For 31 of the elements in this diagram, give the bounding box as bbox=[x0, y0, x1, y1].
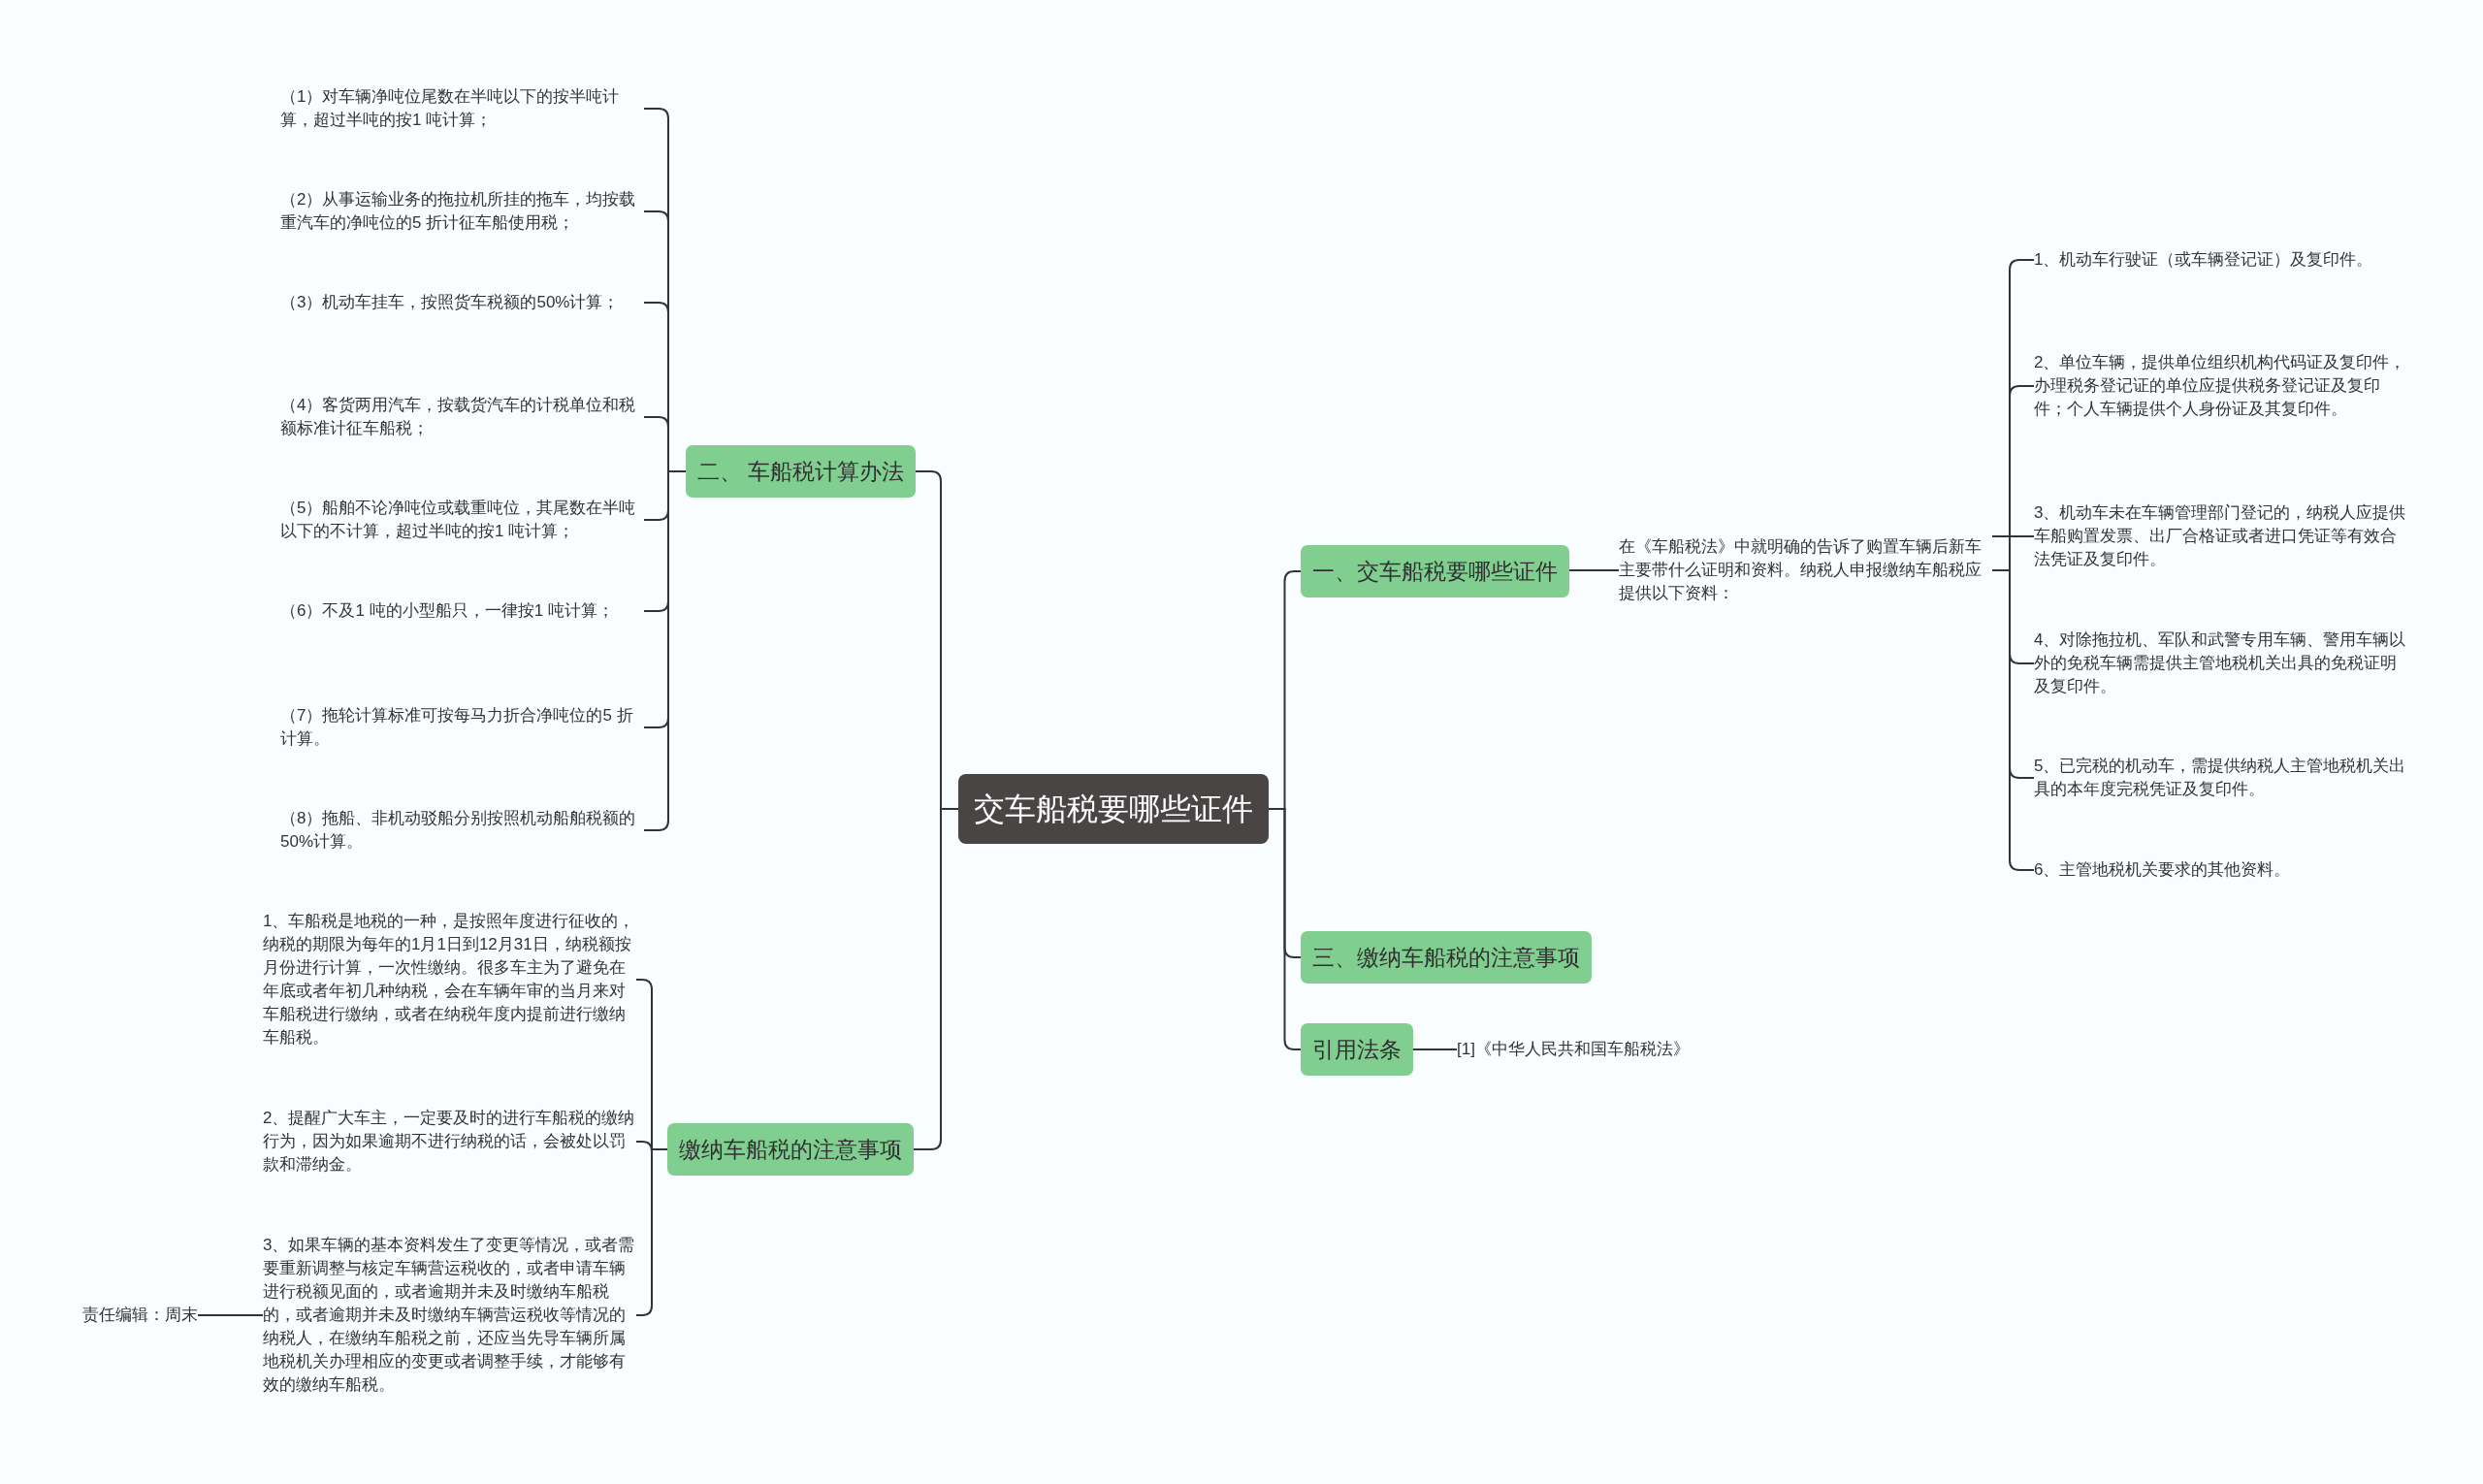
topic-box: 一、交车船税要哪些证件 bbox=[1301, 545, 1569, 597]
note-text: （1）对车辆净吨位尾数在半吨以下的按半吨计算，超过半吨的按1 吨计算； bbox=[280, 85, 644, 132]
note-text: 1、机动车行驶证（或车辆登记证）及复印件。 bbox=[2034, 248, 2407, 272]
note-text: （3）机动车挂车，按照货车税额的50%计算； bbox=[280, 291, 644, 314]
topic-box: 二、 车船税计算办法 bbox=[686, 445, 917, 498]
topic-box: 引用法条 bbox=[1301, 1023, 1413, 1076]
connector-line bbox=[197, 1314, 264, 1316]
note-text: （6）不及1 吨的小型船只，一律按1 吨计算； bbox=[280, 599, 644, 623]
note-text: 3、机动车未在车辆管理部门登记的，纳税人应提供车船购置发票、出厂合格证或者进口凭证等有效合法凭证及复印件。 bbox=[2034, 501, 2407, 571]
note-text: 6、主管地税机关要求的其他资料。 bbox=[2034, 858, 2407, 882]
central-topic-box: 交车船税要哪些证件 bbox=[958, 774, 1269, 844]
connector-line bbox=[1568, 569, 1620, 571]
note-text: （5）船舶不论净吨位或载重吨位，其尾数在半吨以下的不计算，超过半吨的按1 吨计算； bbox=[280, 497, 644, 543]
note-text: 1、车船税是地税的一种，是按照年度进行征收的，纳税的期限为每年的1月1日到12月31日，纳税额按月份进行计算，一次性缴纳。很多车主为了避免在年底或者年初几种纳税，会在车辆年审的当月来对车船税进行缴纳，或者在纳税年度内提前进行缴纳车船税。 bbox=[263, 910, 636, 1049]
topic-box: 缴纳车船税的注意事项 bbox=[667, 1123, 914, 1176]
note-text: （2）从事运输业务的拖拉机所挂的拖车，均按载重汽车的净吨位的5 折计征车船使用税； bbox=[280, 188, 644, 235]
note-text: 责任编辑：周末 bbox=[82, 1304, 198, 1327]
connector-line bbox=[1991, 535, 2035, 537]
note-text: [1]《中华人民共和国车船税法》 bbox=[1457, 1038, 1690, 1061]
connector-line bbox=[1268, 808, 1302, 1050]
note-text: 2、提醒广大车主，一定要及时的进行车船税的缴纳行为，因为如果逾期不进行纳税的话，会被处以罚款和滞纳金。 bbox=[263, 1107, 636, 1177]
note-text: 2、单位车辆，提供单位组织机构代码证及复印件，办理税务登记证的单位应提供税务登记证及复印件；个人车辆提供个人身份证及其复印件。 bbox=[2034, 351, 2407, 421]
note-text: （4）客货两用汽车，按载货汽车的计税单位和税额标准计征车船税； bbox=[280, 394, 644, 440]
topic-box: 三、缴纳车船税的注意事项 bbox=[1301, 931, 1592, 984]
connector-line bbox=[1412, 1048, 1458, 1050]
note-text: （8）拖船、非机动驳船分别按照机动船舶税额的50%计算。 bbox=[280, 807, 644, 854]
note-text: 4、对除拖拉机、军队和武警专用车辆、警用车辆以外的免税车辆需提供主管地税机关出具的免税证明及复印件。 bbox=[2034, 629, 2407, 698]
note-text: 在《车船税法》中就明确的告诉了购置车辆后新车主要带什么证明和资料。纳税人申报缴纳车船税应提供以下资料： bbox=[1619, 535, 1992, 605]
note-text: 5、已完税的机动车，需提供纳税人主管地税机关出具的本年度完税凭证及复印件。 bbox=[2034, 755, 2407, 801]
note-text: 3、如果车辆的基本资料发生了变更等情况，或者需要重新调整与核定车辆营运税收的，或者申请车辆进行税额见面的，或者逾期并未及时缴纳车船税的，或者逾期并未及时缴纳车辆营运税收等情况的纳税人，在缴纳车船税之前，还应当先导车辆所属地税机关办理相应的变更或者调整手续，才能够有效的缴纳车船税。 bbox=[263, 1234, 636, 1397]
note-text: （7）拖轮计算标准可按每马力折合净吨位的5 折计算。 bbox=[280, 704, 644, 751]
